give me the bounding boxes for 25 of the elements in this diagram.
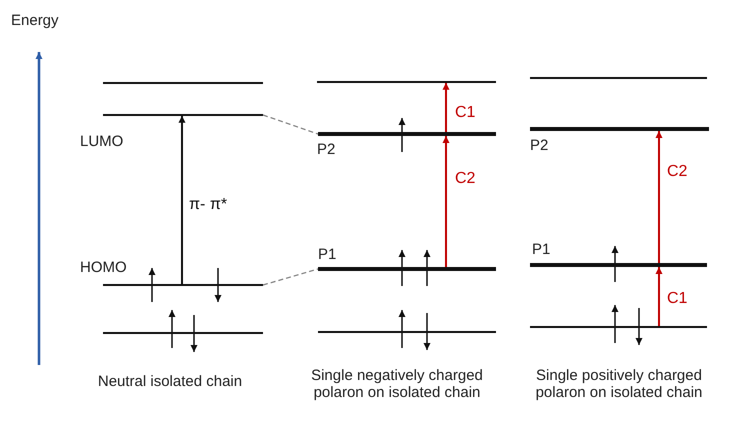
- transition-arrow: [656, 267, 662, 326]
- column-caption: Single negatively charged polaron on isolated chain: [310, 367, 484, 401]
- column-caption: Single positively charged polaron on isolated chain: [534, 367, 704, 401]
- energy-level-line: [317, 81, 496, 83]
- energy-level-line: [530, 77, 707, 79]
- level-label: P1: [532, 241, 550, 258]
- energy-level-line: [103, 82, 263, 84]
- transition-arrow: [442, 136, 450, 267]
- transition-arrow: [656, 131, 662, 263]
- energy-level-line: [103, 284, 263, 286]
- level-label: P2: [317, 141, 336, 158]
- correlation-line: [262, 114, 318, 135]
- column-caption: Neutral isolated chain: [96, 373, 244, 390]
- energy-level-line: [103, 114, 263, 116]
- transition-arrow: [178, 116, 186, 284]
- level-label: LUMO: [80, 133, 124, 150]
- level-label: HOMO: [80, 259, 127, 276]
- transition-arrow: [442, 82, 450, 132]
- energy-level-line: [530, 326, 707, 328]
- correlation-line: [262, 268, 318, 286]
- level-label: P2: [530, 137, 548, 154]
- level-label: P1: [318, 246, 336, 263]
- energy-level-line: [103, 332, 263, 334]
- axis-label: Energy: [11, 12, 60, 29]
- energy-level-line: [318, 331, 496, 333]
